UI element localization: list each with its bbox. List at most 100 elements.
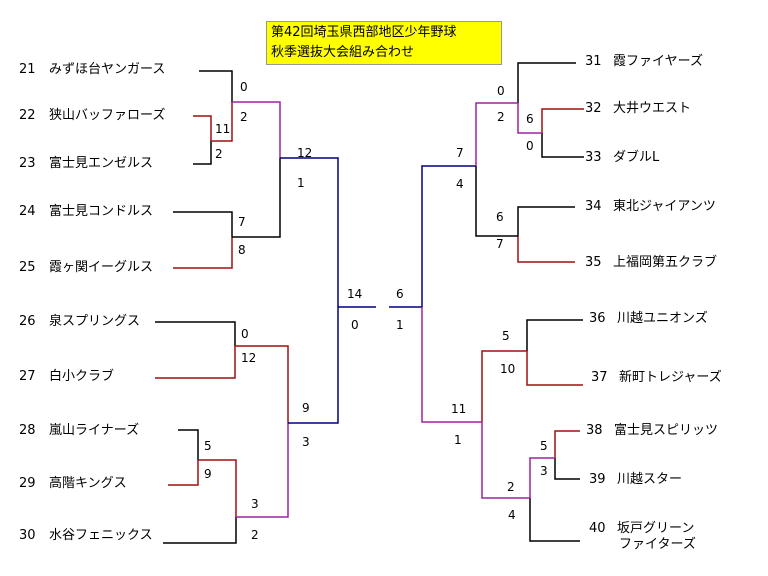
score-s22_23_a: 11 bbox=[215, 122, 231, 136]
team-name: 泉スプリングス bbox=[49, 314, 141, 329]
score-s26: 0 bbox=[241, 327, 249, 341]
score-sqf1_top: 12 bbox=[297, 146, 313, 160]
score-s29: 9 bbox=[204, 467, 212, 481]
score-ssf_left_top: 14 bbox=[347, 287, 363, 301]
line-m22-23 bbox=[211, 102, 233, 142]
line-t34 bbox=[517, 206, 575, 236]
team-name: 嵐山ライナーズ bbox=[49, 423, 140, 438]
score-s40: 4 bbox=[508, 508, 516, 522]
score-sqf2_bot: 3 bbox=[302, 435, 310, 449]
team-number: 38 bbox=[586, 423, 603, 438]
team-number: 24 bbox=[19, 204, 36, 219]
team-number: 40 bbox=[589, 521, 606, 536]
score-ssf_right_top: 6 bbox=[396, 287, 404, 301]
team-name: みずほ台ヤンガース bbox=[49, 62, 166, 77]
team-number: 34 bbox=[585, 199, 602, 214]
team-name-line2: ファイターズ bbox=[619, 537, 696, 552]
team-number: 22 bbox=[19, 108, 36, 123]
line-m34-35 bbox=[475, 166, 518, 237]
score-sqf4_bot: 1 bbox=[454, 433, 462, 447]
line-t35 bbox=[517, 236, 575, 263]
team-name: 富士見エンゼルス bbox=[49, 156, 154, 171]
team-number: 31 bbox=[585, 54, 602, 69]
line-t33 bbox=[541, 133, 584, 158]
line-m26-27 bbox=[235, 345, 289, 423]
team-name: 霞ファイヤーズ bbox=[613, 54, 703, 69]
team-26: 26 泉スプリングス bbox=[19, 314, 140, 330]
score-ssf_left_bot: 0 bbox=[351, 318, 359, 332]
team-name: 大井ウエスト bbox=[613, 101, 692, 116]
score-s31: 0 bbox=[497, 84, 505, 98]
team-name: 上福岡第五クラブ bbox=[613, 255, 718, 270]
team-name: 川越ユニオンズ bbox=[617, 311, 708, 326]
line-r1-top bbox=[232, 101, 281, 158]
team-number: 39 bbox=[589, 472, 606, 487]
line-t29 bbox=[168, 460, 199, 486]
team-number: 37 bbox=[591, 370, 608, 385]
team-number: 36 bbox=[589, 311, 606, 326]
score-s35: 7 bbox=[496, 237, 504, 251]
score-s27: 12 bbox=[241, 351, 257, 365]
line-t38 bbox=[554, 430, 580, 458]
team-name: 霞ヶ関イーグルス bbox=[49, 260, 154, 275]
team-name: 狭山バッファローズ bbox=[49, 108, 166, 123]
score-s2829_win: 3 bbox=[251, 497, 259, 511]
line-t31 bbox=[517, 62, 576, 103]
team-name: 坂戸グリーン bbox=[617, 521, 695, 536]
score-s38: 5 bbox=[540, 439, 548, 453]
line-r3-top bbox=[475, 102, 518, 166]
line-t30 bbox=[163, 517, 237, 544]
line-m28-29 bbox=[198, 459, 237, 517]
team-number: 29 bbox=[19, 476, 36, 491]
line-t21 bbox=[199, 70, 233, 102]
score-s30: 2 bbox=[251, 528, 259, 542]
tournament-title: 第42回埼玉県西部地区少年野球 秋季選抜大会組み合わせ bbox=[266, 21, 502, 65]
line-r4-bot bbox=[481, 422, 530, 499]
score-sqf1_bot: 1 bbox=[297, 176, 305, 190]
line-m32-33 bbox=[517, 103, 542, 134]
team-number: 26 bbox=[19, 314, 36, 329]
team-31: 31 霞ファイヤーズ bbox=[585, 54, 703, 70]
team-30: 30 水谷フェニックス bbox=[19, 528, 153, 544]
team-name: 川越スター bbox=[617, 472, 683, 487]
line-t24 bbox=[173, 211, 233, 237]
score-s34: 6 bbox=[496, 210, 504, 224]
team-name: 水谷フェニックス bbox=[49, 528, 153, 543]
score-s22_23_b: 2 bbox=[215, 147, 223, 161]
team-number: 30 bbox=[19, 528, 36, 543]
team-37: 37 新町トレジャーズ bbox=[591, 370, 722, 386]
team-name: 富士見コンドルス bbox=[49, 204, 154, 219]
team-name: 新町トレジャーズ bbox=[619, 370, 722, 385]
line-t40 bbox=[529, 498, 580, 542]
team-number: 21 bbox=[19, 62, 36, 77]
team-name: 東北ジャイアンツ bbox=[613, 199, 716, 214]
team-23: 23 富士見エンゼルス bbox=[19, 156, 153, 172]
line-t22 bbox=[193, 115, 212, 141]
score-s3233_win: 2 bbox=[497, 110, 505, 124]
title-line-1: 第42回埼玉県西部地区少年野球 bbox=[271, 25, 457, 40]
team-number: 33 bbox=[585, 150, 602, 165]
team-35: 35 上福岡第五クラブ bbox=[585, 255, 717, 271]
line-t39 bbox=[554, 458, 580, 480]
score-sqf2_top: 9 bbox=[302, 401, 310, 415]
score-s39: 3 bbox=[540, 464, 548, 478]
line-qf2 bbox=[288, 307, 339, 424]
team-number: 35 bbox=[585, 255, 602, 270]
team-40: 40 坂戸グリーンファイターズ bbox=[589, 521, 696, 553]
line-t37 bbox=[526, 351, 583, 386]
line-qf1 bbox=[280, 157, 339, 307]
team-21: 21 みずほ台ヤンガース bbox=[19, 62, 165, 78]
line-t36 bbox=[526, 319, 583, 351]
score-s24: 7 bbox=[238, 215, 246, 229]
line-m36-37 bbox=[481, 350, 527, 422]
team-number: 23 bbox=[19, 156, 36, 171]
line-m38-39 bbox=[529, 457, 555, 498]
